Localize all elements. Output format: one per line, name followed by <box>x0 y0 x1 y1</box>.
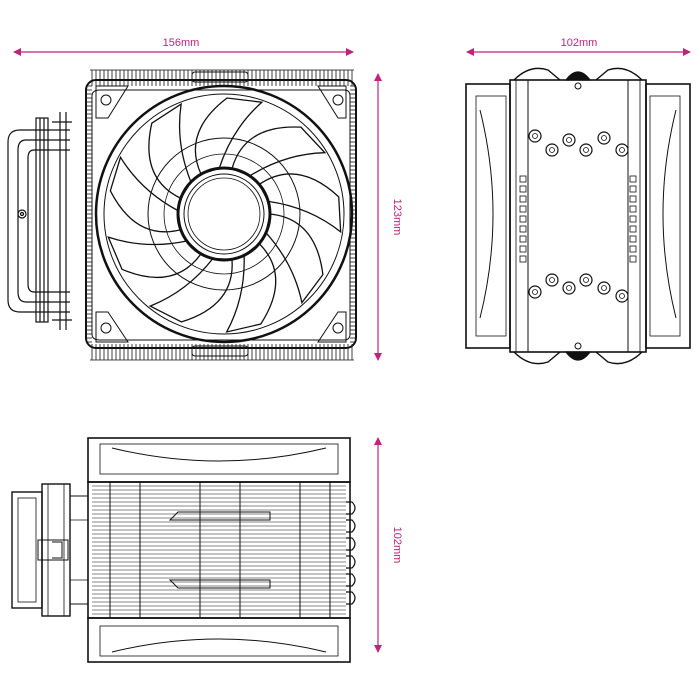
side-tooth <box>629 175 637 183</box>
side-tooth <box>519 245 527 253</box>
bottom-view <box>11 437 356 663</box>
side-tooth <box>629 215 637 223</box>
side-tooth <box>519 185 527 193</box>
side-tooth <box>629 185 637 193</box>
heatpipe-hole-inner <box>532 289 538 295</box>
heatpipe-hole <box>562 133 576 147</box>
heatpipe-hole-inner <box>549 277 555 283</box>
fan-blade <box>258 173 342 234</box>
heatpipe-hole <box>597 281 611 295</box>
side-tooth <box>519 225 527 233</box>
heatpipe-hole <box>545 273 559 287</box>
heatpipe-hole <box>597 131 611 145</box>
side-tooth <box>519 255 527 263</box>
heatpipe-hole-inner <box>583 147 589 153</box>
pipe-cap <box>346 519 356 533</box>
side-tooth <box>519 205 527 213</box>
side-tooth <box>629 245 637 253</box>
fan-blade <box>231 126 327 177</box>
top-view <box>7 69 357 361</box>
side-tooth <box>519 235 527 243</box>
side-tooth <box>629 195 637 203</box>
side-tooth <box>629 235 637 243</box>
side-tooth <box>519 175 527 183</box>
dim-label-side-width: 102mm <box>561 37 598 49</box>
fan-hub <box>176 166 272 262</box>
heatpipe-hole <box>562 281 576 295</box>
heatsink-fins-bottom <box>92 482 346 618</box>
side-tooth <box>629 205 637 213</box>
heatpipe-hole-inner <box>619 293 625 299</box>
fan-blade <box>194 97 264 175</box>
heatpipe-hole <box>528 285 542 299</box>
dim-label-bottom-height: 102mm <box>391 527 403 564</box>
heatpipe-caps <box>346 501 356 605</box>
heatpipe-bracket-left <box>7 112 72 330</box>
fan-blade <box>107 236 202 279</box>
side-tooth <box>519 215 527 223</box>
heatpipe-hole-inner <box>566 285 572 291</box>
fan-blade <box>225 242 277 333</box>
dim-bottom-height: 102mm <box>374 437 403 653</box>
heatsink-side-teeth <box>519 175 637 263</box>
heatpipe-hole-inner <box>566 137 572 143</box>
side-tooth <box>519 195 527 203</box>
dim-side-width: 102mm <box>466 37 691 56</box>
fan-frame-top <box>85 71 357 357</box>
heatpipe-hole-inner <box>532 133 538 139</box>
heatpipe-hole <box>615 289 629 303</box>
pipe-cap <box>346 555 356 569</box>
heatpipe-hole-inner <box>619 147 625 153</box>
heatpipe-hole <box>528 129 542 143</box>
fan-blade <box>148 257 233 323</box>
fan-blade <box>148 102 192 200</box>
heatpipe-hole-inner <box>549 147 555 153</box>
dim-label-top-width: 156mm <box>163 37 200 49</box>
side-tooth <box>629 225 637 233</box>
heatpipe-hole <box>579 273 593 287</box>
dimension-annotations: 156mm 123mm 102mm 102mm <box>13 37 691 653</box>
fan-blade <box>265 213 324 305</box>
heatpipe-hole-inner <box>583 277 589 283</box>
heatpipe-hole <box>579 143 593 157</box>
pipe-cap <box>346 537 356 551</box>
dim-top-width: 156mm <box>13 37 354 56</box>
side-view <box>465 67 691 365</box>
heatpipe-hole <box>615 143 629 157</box>
side-tooth <box>629 255 637 263</box>
pipe-cap <box>346 501 356 515</box>
fan-blade <box>109 155 182 233</box>
heatpipe-holes <box>528 129 629 303</box>
heatpipe-hole-inner <box>601 285 607 291</box>
dim-top-height: 123mm <box>374 73 403 361</box>
pipe-cap <box>346 591 356 605</box>
dim-label-top-height: 123mm <box>391 199 403 236</box>
heatpipe-hole-inner <box>601 135 607 141</box>
pipe-cap <box>346 573 356 587</box>
heatpipe-hole <box>545 143 559 157</box>
fan-blades <box>107 97 342 333</box>
